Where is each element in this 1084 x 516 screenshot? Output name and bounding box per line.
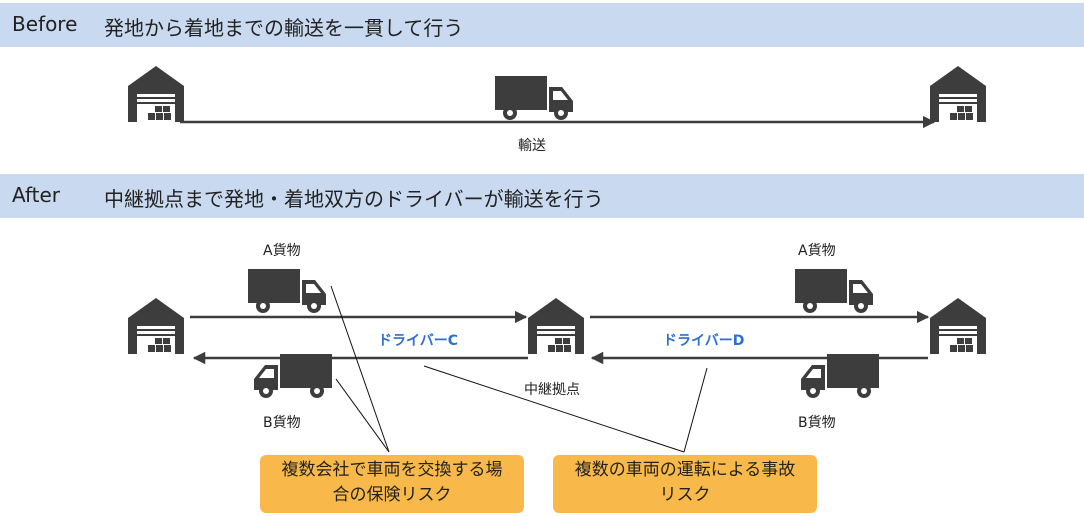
truck-b-right-icon: [801, 354, 879, 398]
relay-point-label: 中継拠点: [524, 382, 580, 398]
after-origin-warehouse-icon: [128, 298, 184, 354]
after-tag: After: [12, 183, 61, 207]
truck-b-left-icon: [254, 354, 332, 398]
truck-a-left-icon: [248, 269, 326, 313]
pointer-line-driver-d: [683, 367, 708, 453]
pointer-line-truck-b-left: [335, 378, 390, 453]
after-destination-warehouse-icon: [930, 298, 986, 354]
cargo-b-right-label: B貨物: [798, 415, 836, 431]
cargo-b-left-label: B貨物: [263, 415, 301, 431]
accident-risk-text: 複数の車両の運転による事故リスク: [574, 460, 796, 505]
relay-warehouse-icon: [528, 298, 584, 354]
truck-a-right-icon: [795, 269, 873, 313]
accident-risk-callout: 複数の車両の運転による事故リスク: [553, 455, 817, 513]
before-tag: Before: [12, 12, 78, 36]
driver-d-label: ドライバーD: [663, 333, 745, 349]
after-band: After 中継拠点まで発地・着地双方のドライバーが輸送を行う: [0, 174, 1084, 218]
insurance-risk-text: 複数会社で車両を交換する場合の保険リスク: [281, 460, 503, 505]
before-band: Before 発地から着地までの輸送を一貫して行う: [0, 3, 1084, 47]
destination-warehouse-icon: [930, 66, 986, 122]
cargo-a-left-label: A貨物: [263, 243, 301, 259]
driver-c-label: ドライバーC: [378, 333, 458, 349]
before-route-label: 輸送: [518, 138, 546, 154]
origin-warehouse-icon: [128, 66, 184, 122]
after-description: 中継拠点まで発地・着地双方のドライバーが輸送を行う: [104, 187, 604, 211]
pointer-line-truck-a-left: [330, 285, 390, 453]
insurance-risk-callout: 複数会社で車両を交換する場合の保険リスク: [260, 455, 524, 513]
cargo-a-right-label: A貨物: [798, 243, 836, 259]
pointer-line-driver-c: [423, 365, 685, 453]
before-truck-icon: [495, 76, 573, 120]
before-description: 発地から着地までの輸送を一貫して行う: [104, 16, 464, 40]
